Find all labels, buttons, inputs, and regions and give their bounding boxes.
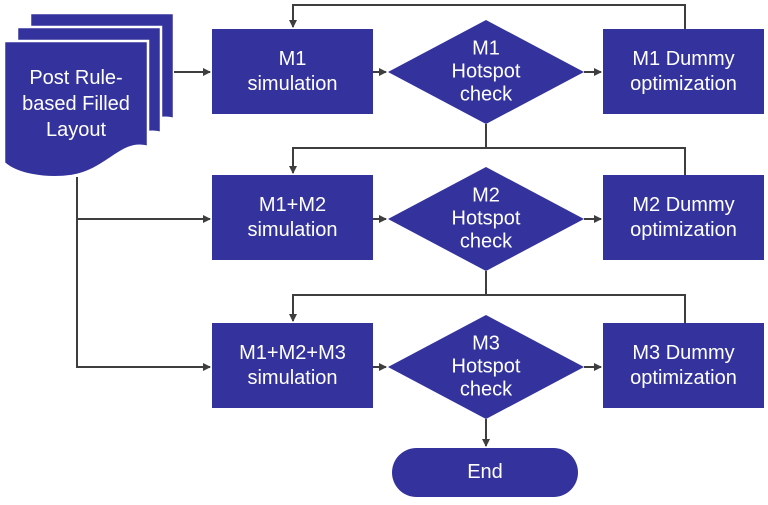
label-m3-hotspot-check: M3 Hotspot check [451, 332, 521, 401]
node-m1-simulation: M1 simulation [212, 29, 373, 114]
document-stack [2, 11, 176, 179]
node-m3-dummy-optimization: M3 Dummy optimization [603, 323, 764, 408]
node-end: End [392, 448, 578, 497]
document-page-front [2, 39, 150, 179]
source-node-label: Post Rule- based Filled Layout [22, 67, 130, 141]
connector-m3-opt-feedback-to-m3-sim [289, 294, 686, 323]
node-m1-dummy-optimization: M1 Dummy optimization [603, 29, 764, 114]
node-m1-m2-m3-simulation: M1+M2+M3 simulation [212, 323, 373, 408]
hotspot-diamond-m3 [388, 315, 584, 419]
node-m1-m2-simulation: M1+M2 simulation [212, 175, 373, 260]
connector-m1-opt-feedback-to-m1-sim [289, 4, 686, 29]
label-m2-hotspot-check: M2 Hotspot check [451, 184, 521, 253]
hotspot-diamond-m2 [388, 167, 584, 271]
node-m2-dummy-optimization: M2 Dummy optimization [603, 175, 764, 260]
hotspot-diamond-m1 [388, 20, 584, 124]
label-m1-hotspot-check: M1 Hotspot check [451, 37, 521, 106]
connector-source-to-m3-sim [76, 177, 211, 371]
connector-m2-opt-feedback-to-m2-sim [289, 147, 686, 175]
